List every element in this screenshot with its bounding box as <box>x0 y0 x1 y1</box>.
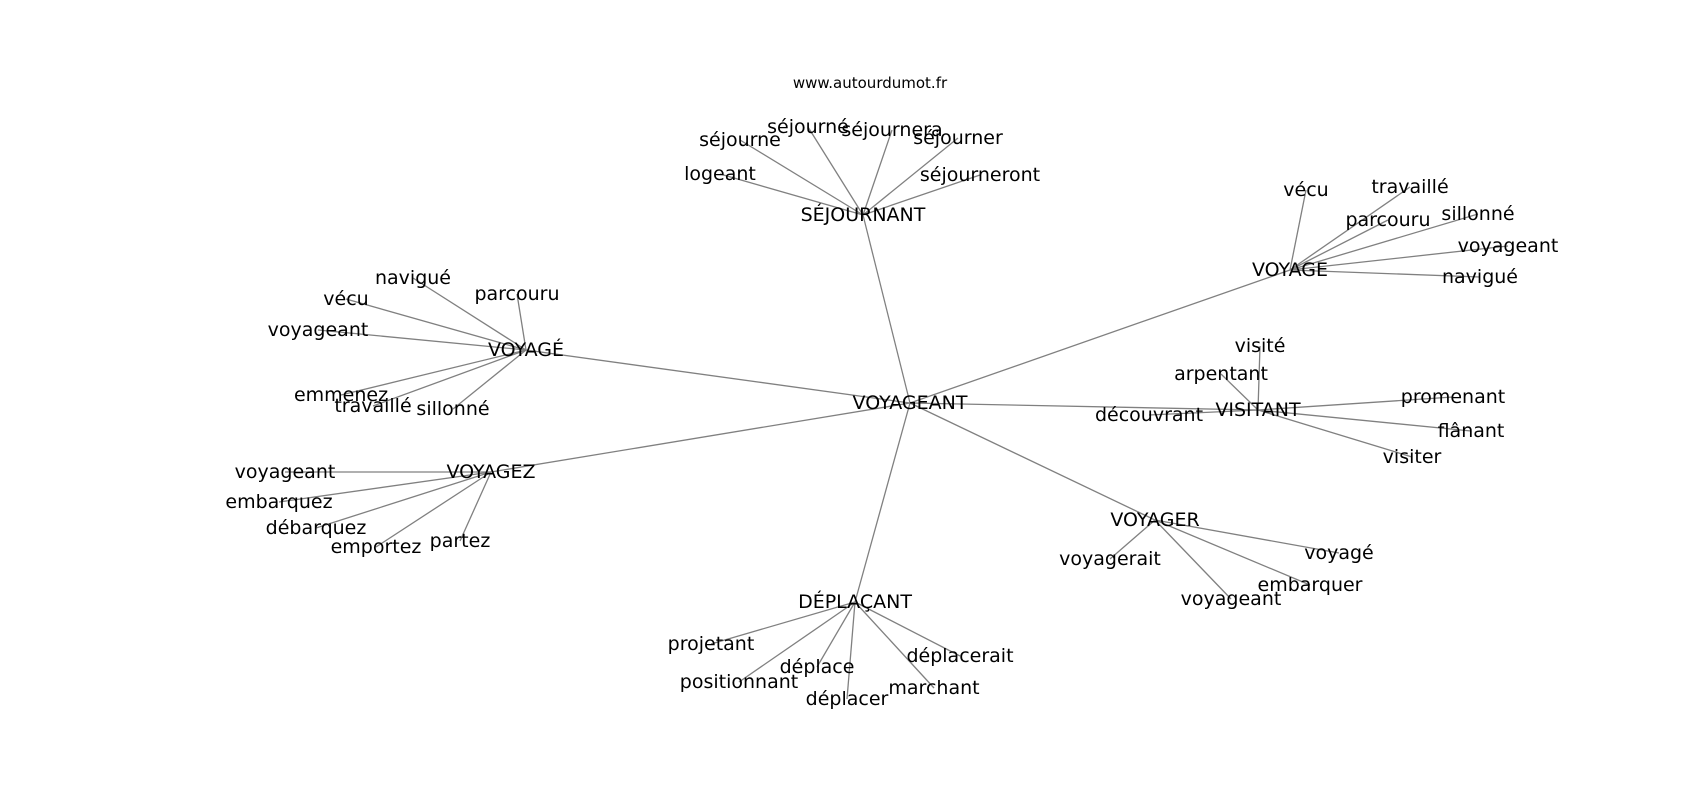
hub-word-voyage[interactable]: VOYAGE <box>1252 259 1328 281</box>
leaf-word-parcouru[interactable]: parcouru <box>1345 209 1430 231</box>
edge-center-visitant <box>909 402 1259 411</box>
leaf-word-parcouru[interactable]: parcouru <box>474 283 559 305</box>
edge-deplacant-projetant <box>710 601 856 645</box>
edge-voyager-voyageant <box>1154 519 1232 600</box>
leaf-word-visite[interactable]: visité <box>1235 335 1286 357</box>
leaf-word-emmenez[interactable]: emmenez <box>294 384 388 406</box>
edge-voyage-vecu <box>345 298 527 351</box>
edge-deplacant-marchant <box>854 601 935 689</box>
hub-word-voyagez[interactable]: VOYAGEZ <box>446 461 535 483</box>
edge-sejournant-sejourner <box>862 137 959 216</box>
edge-voyage-sillonne <box>452 349 527 410</box>
leaf-word-sejourneront[interactable]: séjourneront <box>920 164 1040 186</box>
leaf-word-travaille[interactable]: travaillé <box>334 395 411 417</box>
leaf-word-embarquez[interactable]: embarquez <box>225 491 332 513</box>
leaf-word-flanant[interactable]: flânant <box>1438 420 1505 442</box>
edge-center-voyage <box>525 349 911 404</box>
graph-labels: VOYAGEANTSÉJOURNANTséjourneséjournéséjou… <box>225 116 1558 710</box>
edge-sejournant-sejourne <box>807 126 864 216</box>
edge-deplacant-deplacer <box>846 601 856 700</box>
edge-voyagez-partez <box>459 471 492 542</box>
edge-center-voyagez <box>490 402 911 473</box>
edge-voyagez-debarquez <box>315 471 492 529</box>
leaf-word-sejourner[interactable]: séjourner <box>913 127 1003 149</box>
leaf-word-sillonne[interactable]: sillonné <box>1441 203 1514 225</box>
edge-voyage-travaille <box>1289 186 1411 271</box>
edge-voyager-voyage <box>1154 519 1340 554</box>
leaf-word-decouvrant[interactable]: découvrant <box>1095 404 1203 426</box>
edge-voyagez-embarquez <box>278 471 492 503</box>
leaf-word-travaille[interactable]: travaillé <box>1371 176 1448 198</box>
leaf-word-sejourne[interactable]: séjourné <box>767 116 849 138</box>
leaf-word-deplacerait[interactable]: déplacerait <box>906 645 1013 667</box>
edge-visitant-decouvrant <box>1148 409 1259 416</box>
edge-voyager-voyagerait <box>1109 519 1156 560</box>
edge-voyage-parcouru <box>516 293 527 351</box>
edge-sejournant-sejourne <box>739 139 864 216</box>
graph-edges <box>278 126 1509 700</box>
edge-sejournant-sejourneront <box>862 174 981 216</box>
hub-word-voyager[interactable]: VOYAGER <box>1110 509 1199 531</box>
hub-word-visitant[interactable]: VISITANT <box>1215 399 1301 421</box>
leaf-word-debarquez[interactable]: débarquez <box>266 517 367 539</box>
leaf-word-visiter[interactable]: visiter <box>1383 446 1442 468</box>
edge-sejournant-logeant <box>719 173 864 216</box>
edge-voyager-embarquer <box>1154 519 1311 586</box>
leaf-word-voyagerait[interactable]: voyagerait <box>1059 548 1161 570</box>
leaf-word-promenant[interactable]: promenant <box>1401 386 1505 408</box>
edge-voyage-voyageant <box>1289 245 1509 271</box>
edge-visitant-promenant <box>1257 396 1454 411</box>
leaf-word-vecu[interactable]: vécu <box>1283 179 1328 201</box>
edge-center-voyager <box>909 402 1156 521</box>
edge-voyage-travaille <box>372 349 527 407</box>
edge-voyage-navigue <box>1289 269 1481 278</box>
leaf-word-partez[interactable]: partez <box>430 530 491 552</box>
leaf-word-sillonne[interactable]: sillonné <box>416 398 489 420</box>
leaf-word-logeant[interactable]: logeant <box>684 163 756 185</box>
leaf-word-arpentant[interactable]: arpentant <box>1174 363 1268 385</box>
leaf-word-voyageant[interactable]: voyageant <box>235 461 336 483</box>
edge-deplacant-deplace <box>816 601 856 668</box>
leaf-word-vecu[interactable]: vécu <box>323 288 368 310</box>
leaf-word-voyage[interactable]: voyagé <box>1304 542 1374 564</box>
edge-visitant-visiter <box>1257 409 1413 458</box>
leaf-word-navigue[interactable]: navigué <box>375 267 451 289</box>
hub-word-deplacant[interactable]: DÉPLAÇANT <box>798 590 912 613</box>
leaf-word-projetant[interactable]: projetant <box>668 633 755 655</box>
leaf-word-sejournera[interactable]: séjournera <box>841 119 942 141</box>
edge-deplacant-deplacerait <box>854 601 961 657</box>
leaf-word-emportez[interactable]: emportez <box>331 536 422 558</box>
leaf-word-sejourne[interactable]: séjourne <box>699 129 781 151</box>
edge-voyage-sillonne <box>1289 213 1479 271</box>
leaf-word-marchant[interactable]: marchant <box>888 677 979 699</box>
leaf-word-embarquer[interactable]: embarquer <box>1258 574 1363 596</box>
edge-center-deplacant <box>854 402 911 603</box>
center-word[interactable]: VOYAGEANT <box>853 392 968 414</box>
leaf-word-voyageant[interactable]: voyageant <box>1181 588 1282 610</box>
leaf-word-deplace[interactable]: déplace <box>780 656 855 678</box>
site-url[interactable]: www.autourdumot.fr <box>793 74 948 92</box>
edge-visitant-flanant <box>1257 409 1472 432</box>
edge-voyage-emmenez <box>340 349 527 396</box>
edge-center-voyage <box>909 269 1291 404</box>
edge-sejournant-sejournera <box>862 129 893 216</box>
leaf-word-voyageant[interactable]: voyageant <box>1458 235 1559 257</box>
edge-voyagez-emportez <box>375 471 492 548</box>
leaf-word-navigue[interactable]: navigué <box>1442 266 1518 288</box>
leaf-word-deplacer[interactable]: déplacer <box>806 688 889 710</box>
edge-voyage-parcouru <box>1289 219 1389 271</box>
hub-word-voyage[interactable]: VOYAGÉ <box>488 338 564 361</box>
edge-voyage-voyageant <box>317 329 527 351</box>
hub-word-sejournant[interactable]: SÉJOURNANT <box>801 203 926 226</box>
leaf-word-positionnant[interactable]: positionnant <box>680 671 798 693</box>
edge-visitant-arpentant <box>1220 373 1259 411</box>
edge-voyage-navigue <box>412 277 527 351</box>
edge-voyage-vecu <box>1289 189 1307 271</box>
edge-deplacant-positionnant <box>738 601 856 683</box>
edge-center-sejournant <box>862 214 911 404</box>
leaf-word-voyageant[interactable]: voyageant <box>268 319 369 341</box>
edge-visitant-visite <box>1257 345 1261 411</box>
